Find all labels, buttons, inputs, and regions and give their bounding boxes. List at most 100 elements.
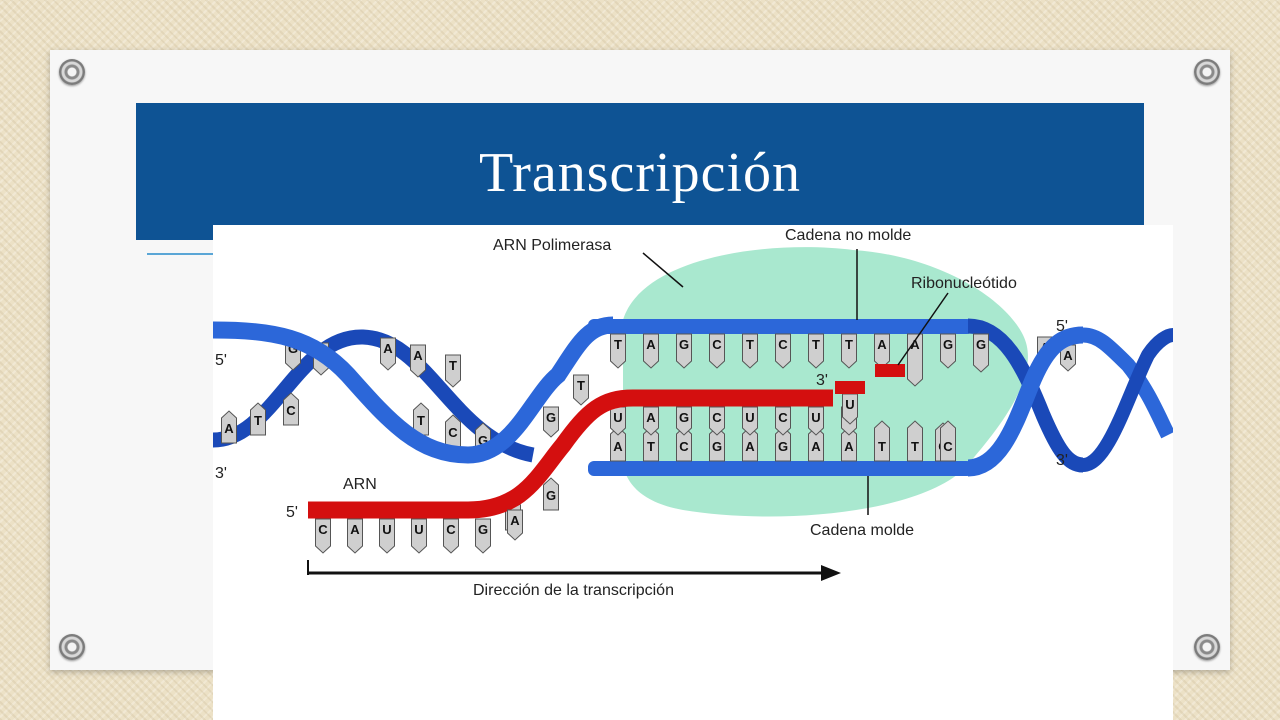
left-helix-bottom-base: C [445, 414, 461, 448]
left-helix-connector-base: G [543, 477, 559, 511]
rna-tail-base: G [475, 518, 491, 554]
left-helix-connector-base-letter: G [546, 410, 556, 425]
left-helix-bottom-base: T [250, 402, 266, 436]
rna-tail-base-letter: U [414, 522, 423, 537]
dna-strand-right-end-2 [1081, 328, 1173, 472]
label-polymerase: ARN Polimerasa [493, 237, 611, 254]
left-helix-bottom-base-letter: C [448, 425, 458, 440]
non-template-base: G [676, 333, 692, 369]
slide-title: Transcripción [478, 141, 801, 204]
rna-bubble-base-letter: U [811, 410, 820, 425]
template-base-letter: C [679, 439, 689, 454]
accent-line [147, 253, 217, 255]
rna-bubble-base-letter: C [712, 410, 722, 425]
template-base-letter: T [911, 439, 919, 454]
rna-tail-base: C [315, 518, 331, 554]
non-template-base: T [610, 333, 626, 369]
non-template-base-letter: A [910, 337, 920, 352]
rna-tail-base: U [379, 518, 395, 554]
rna-tail-base-letter: U [382, 522, 391, 537]
rna-bubble-base: A [643, 406, 659, 436]
dna-strand-left-front [213, 316, 614, 464]
left-helix-top-base: A [380, 337, 396, 371]
incoming-ribonucleotide-base: U [842, 393, 858, 425]
rna-bubble-base-letter: U [745, 410, 754, 425]
right-helix-base-letter: G [976, 337, 986, 352]
left-helix-bottom-base-letter: C [286, 403, 296, 418]
non-template-base: G [940, 333, 956, 369]
left-helix-top-base: A [410, 344, 426, 378]
template-base-letter: A [844, 439, 854, 454]
pointer-ribonucleotide [897, 292, 949, 366]
rna-bubble-base: G [676, 406, 692, 436]
non-template-base: A [643, 333, 659, 369]
ribonucleotide-incoming-1 [835, 381, 865, 394]
transcription-figure: GGAATATCTCGTGGA GCAA TAGCTCTTAAGATCGAGAA… [213, 225, 1173, 720]
template-base-letter: C [943, 439, 953, 454]
non-template-base-letter: A [646, 337, 656, 352]
left-helix-bottom-base: A [221, 410, 237, 444]
left-helix-bottom-base: C [283, 392, 299, 426]
rna-bubble-base: U [742, 406, 758, 436]
template-base-letter: G [778, 439, 788, 454]
label-rna-5prime: 5' [286, 504, 298, 521]
pin-icon-bottom-left [59, 634, 85, 660]
rna-bubble-base-letter: C [778, 410, 788, 425]
template-base: T [907, 420, 923, 462]
left-helix-bottom-base: T [413, 402, 429, 436]
rna-bubble-base-letter: G [679, 410, 689, 425]
non-template-base-letter: C [712, 337, 722, 352]
non-template-base-letter: T [746, 337, 754, 352]
rna-tail-base-letter: A [350, 522, 360, 537]
right-helix-base: A [1060, 344, 1076, 372]
label-non-template: Cadena no molde [785, 227, 911, 244]
transcription-diagram: GGAATATCTCGTGGA GCAA TAGCTCTTAAGATCGAGAA… [213, 227, 1173, 599]
non-template-base: T [841, 333, 857, 369]
template-base: T [874, 420, 890, 462]
left-helix-top-base: T [445, 354, 461, 388]
label-ribonucleotide: Ribonucleótido [911, 275, 1017, 292]
rna-bubble-base: C [709, 406, 725, 436]
rna-bubble-base: U [808, 406, 824, 436]
left-helix-bottom-base-letter: G [478, 433, 488, 448]
non-template-base-letter: A [877, 337, 887, 352]
template-base-letter: A [811, 439, 821, 454]
label-5prime-right: 5' [1056, 318, 1068, 335]
dna-strand-right-front [967, 326, 1084, 477]
right-helix-base-letter: A [1063, 348, 1073, 363]
incoming-ribonucleotide-base-letter: U [845, 397, 854, 412]
left-helix-top-base-letter: T [449, 358, 457, 373]
label-rna: ARN [343, 476, 377, 493]
non-template-base: C [709, 333, 725, 369]
label-5prime-left: 5' [215, 352, 227, 369]
rna-tail-base-letter: A [510, 513, 520, 528]
dna-non-template-strand [588, 319, 973, 334]
label-rna-3prime: 3' [816, 372, 828, 389]
bubble-bases: TAGCTCTTAAGATCGAGAATTCUAGCUCUUU [610, 333, 956, 462]
rna-bubble-base-letter: U [613, 410, 622, 425]
left-helix-connector-base: G [543, 406, 559, 438]
non-template-base-letter: T [614, 337, 622, 352]
template-base-letter: A [745, 439, 755, 454]
label-3prime-right: 3' [1056, 452, 1068, 469]
rna-tail-base: A [507, 509, 523, 541]
left-helix-top-base-letter: A [383, 341, 393, 356]
rna-tail-base-letter: G [478, 522, 488, 537]
rna-tail-base-letter: C [318, 522, 328, 537]
rna-bubble-base: C [775, 406, 791, 436]
dna-template-strand [588, 461, 973, 476]
non-template-base-letter: T [812, 337, 820, 352]
label-3prime-left: 3' [215, 465, 227, 482]
rna-strand [308, 389, 833, 519]
non-template-base: C [775, 333, 791, 369]
template-base-letter: A [613, 439, 623, 454]
rna-tail-base: C [443, 518, 459, 554]
left-helix-top-base-letter: A [413, 348, 423, 363]
pin-icon-top-right [1194, 59, 1220, 85]
left-helix-bottom-base-letter: A [224, 421, 234, 436]
rna-tail-base: U [411, 518, 427, 554]
dna-strand-right-back [967, 318, 1084, 473]
non-template-base-letter: T [845, 337, 853, 352]
left-helix-top-base-letter: G [288, 341, 298, 356]
